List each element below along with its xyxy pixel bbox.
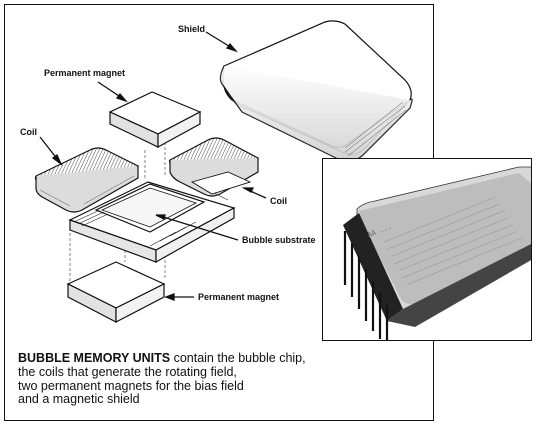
chip-photo-inset: AA ... — [322, 158, 532, 341]
shield-shape — [219, 20, 413, 162]
label-bubble-substrate: Bubble substrate — [242, 235, 316, 245]
label-magnet-bottom: Permanent magnet — [198, 292, 280, 302]
caption-line-1-rest: contain the bubble chip, — [170, 351, 306, 365]
bubble-substrate-shape — [68, 171, 252, 264]
chip-photo: AA ... — [323, 159, 531, 340]
caption-line-1: BUBBLE MEMORY UNITS contain the bubble c… — [18, 351, 418, 366]
leader-arrows — [39, 31, 267, 301]
magnet-bottom-shape — [66, 261, 166, 323]
caption-heading: BUBBLE MEMORY UNITS — [18, 351, 171, 365]
coil-left-shape — [34, 147, 140, 213]
caption-line-4: and a magnetic shield — [18, 392, 140, 407]
label-coil-left: Coil — [20, 127, 37, 137]
caption-line-3: two permanent magnets for the bias field — [18, 378, 244, 393]
caption-line-2: the coils that generate the rotating fie… — [18, 364, 237, 379]
label-shield: Shield — [178, 24, 206, 34]
caption: BUBBLE MEMORY UNITS contain the bubble c… — [18, 351, 418, 407]
chip-pins — [343, 231, 389, 340]
label-coil-right: Coil — [270, 196, 287, 206]
magnet-top-shape — [108, 91, 202, 149]
label-magnet-top: Permanent magnet — [44, 68, 126, 78]
